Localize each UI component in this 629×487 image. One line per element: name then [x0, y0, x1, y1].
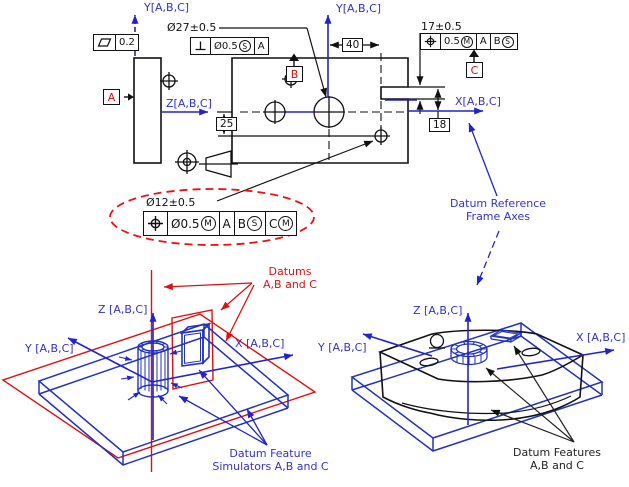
datum-label-a: A [103, 89, 120, 105]
fcf-perp-tol: Ø0.5 [214, 40, 238, 52]
material-mod-s: S [501, 35, 514, 48]
note-simulators: Datum Feature Simulators A,B and C [193, 447, 348, 473]
datum-leaders [124, 49, 479, 101]
note-drf-axes-line2: Frame Axes [466, 210, 530, 223]
datum-label-c: C [466, 62, 483, 78]
note-datums-line1: Datums [268, 265, 312, 278]
features-note-arrows [485, 345, 575, 443]
note-drf-axes-line1: Datum Reference [449, 197, 547, 210]
part-outline [377, 329, 585, 422]
left3d-y-label: Y [A,B,C] [25, 342, 74, 355]
dim-dia27: Ø27±0.5 [167, 21, 217, 34]
note-datums-line2: A,B and C [263, 278, 317, 291]
position-icon [144, 212, 167, 235]
axis-label-y-front: Y[A,B,C] [336, 2, 382, 15]
note-drf-axes: Datum Reference Frame Axes [437, 197, 559, 223]
material-mod-s: S [238, 40, 251, 52]
right-3d-axes [362, 312, 615, 425]
simulators-note-arrows [178, 369, 268, 446]
slot-feature [489, 329, 523, 343]
datum-c-triangle [469, 49, 479, 57]
dim-box-25: 25 [216, 117, 238, 131]
side-view [133, 57, 238, 178]
perpendicularity-icon [191, 38, 210, 54]
note-features-line2: A,B and C [530, 459, 584, 472]
highlight-ellipse [109, 188, 315, 246]
boss-feature [450, 340, 488, 366]
datum-label-b: B [286, 66, 303, 82]
left-3d-axes [67, 312, 294, 440]
position-icon [421, 34, 440, 49]
axis-label-x-front: X[A,B,C] [455, 95, 501, 108]
axis-label-z-side: Z[A,B,C] [166, 97, 212, 110]
front-view [231, 53, 409, 164]
datums-note-arrows [163, 282, 255, 342]
fcf-pos-hole-tol: Ø0.5 [171, 216, 200, 231]
left3d-x-label: X [A,B,C] [235, 337, 285, 350]
right3d-y-label: Y [A,B,C] [318, 341, 367, 354]
dim-17: 17±0.5 [421, 20, 462, 33]
right-3d-view [350, 312, 615, 452]
fcf-pos-slot-tol: 0.5 [444, 36, 460, 47]
right3d-z-label: Z [A,B,C] [413, 304, 463, 317]
fcf-flatness-tol: 0.2 [115, 35, 138, 50]
right3d-x-label: X [A,B,C] [576, 331, 626, 344]
dim-dia12: Ø12±0.5 [146, 196, 196, 209]
simulator-contact-arrows [118, 349, 183, 405]
fcf-pos-hole-datum3: C [268, 216, 278, 231]
fcf-pos-hole-datum2: B [237, 216, 246, 231]
note-features-line1: Datum Features [512, 446, 601, 459]
fcf-pos-hole-datum1: A [218, 212, 234, 235]
fcf-flatness: 0.2 [93, 34, 139, 51]
flatness-icon [94, 35, 115, 50]
dim-box-18: 18 [429, 118, 451, 132]
left3d-z-label: Z [A,B,C] [98, 303, 148, 316]
note-simulators-line2: Simulators A,B and C [212, 460, 329, 473]
material-mod-m: M [200, 216, 216, 231]
datum-planes-red [1, 270, 317, 472]
drf-note-arrows [468, 122, 500, 286]
note-simulators-line1: Datum Feature [229, 447, 312, 460]
fcf-perp-datum1: A [253, 38, 268, 54]
datum-b-triangle [289, 53, 299, 61]
block-simulator [179, 322, 212, 367]
dim-box-40: 40 [342, 38, 364, 52]
datum-a-triangle [128, 93, 134, 101]
material-mod-m: M [278, 216, 294, 231]
material-mod-m: M [460, 35, 473, 48]
fcf-pos-slot-datum1: A [475, 34, 490, 49]
note-datums: Datums A,B and C [240, 265, 340, 291]
left-3d-view [1, 270, 317, 472]
note-features: Datum Features A,B and C [487, 446, 627, 472]
material-mod-s: S [246, 216, 262, 231]
fcf-pos-slot-datum2: B [493, 36, 501, 47]
axis-label-y-side: Y[A,B,C] [144, 1, 190, 14]
